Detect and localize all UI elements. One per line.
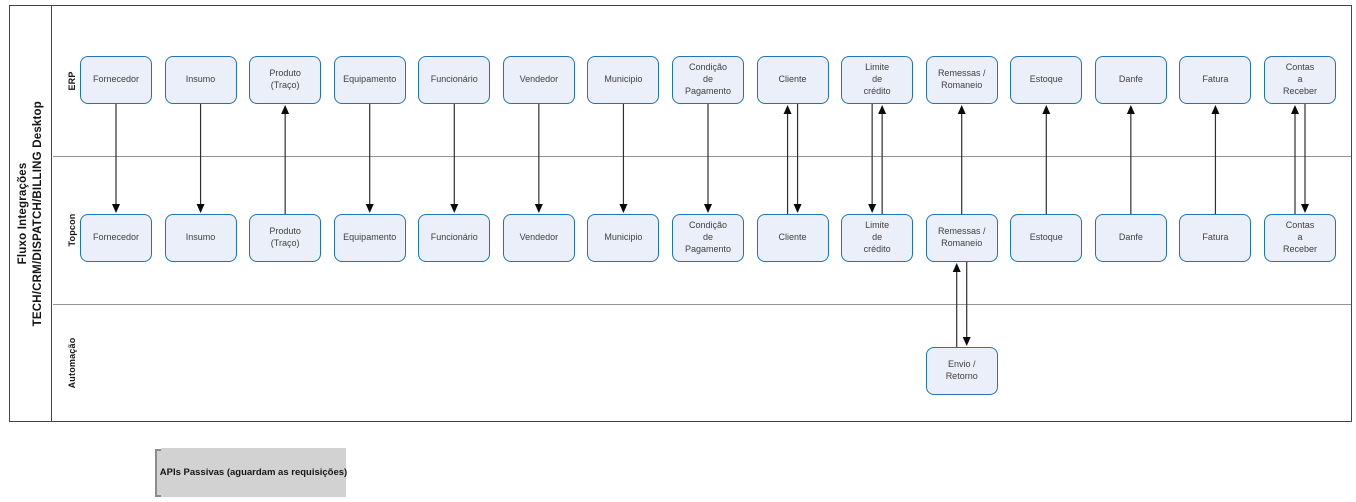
node-erp-estoque: Estoque bbox=[1010, 56, 1083, 104]
diagram-title-strip: Fluxo Integrações TECH/CRM/DISPATCH/BILL… bbox=[10, 6, 52, 421]
node-topcon-contas-a-receber: Contas a Receber bbox=[1263, 214, 1336, 262]
node-erp-vendedor: Vendedor bbox=[502, 56, 575, 104]
node-erp-fatura: Fatura bbox=[1179, 56, 1252, 104]
node-erp-danfe: Danfe bbox=[1094, 56, 1167, 104]
diagram-title-line2: TECH/CRM/DISPATCH/BILLING Desktop bbox=[31, 100, 44, 327]
node-erp-insumo: Insumo bbox=[164, 56, 237, 104]
diagram-title: Fluxo Integrações TECH/CRM/DISPATCH/BILL… bbox=[16, 101, 46, 326]
node-erp-fornecedor: Fornecedor bbox=[80, 56, 152, 104]
node-topcon-funcionario: Funcionário bbox=[418, 214, 491, 262]
node-topcon-remessas-romaneio: Remessas / Romaneio bbox=[925, 214, 998, 262]
legend-label: APIs Passivas (aguardam as requisições) bbox=[160, 448, 347, 497]
node-automacao-envio-retorno: Envio / Retorno bbox=[925, 347, 998, 395]
lane-label-automacao: Automação bbox=[66, 337, 77, 389]
node-erp-limite-de-credito: Limite de crédito bbox=[841, 56, 914, 104]
node-erp-cliente: Cliente bbox=[756, 56, 829, 104]
lane-label-erp: ERP bbox=[66, 71, 77, 91]
node-erp-produto-traco: Produto (Traço) bbox=[249, 56, 322, 104]
node-topcon-danfe: Danfe bbox=[1094, 214, 1167, 262]
node-topcon-fatura: Fatura bbox=[1179, 214, 1252, 262]
node-erp-municipio: Municipio bbox=[587, 56, 660, 104]
lane-topcon: Topcon bbox=[52, 156, 1351, 305]
node-topcon-limite-de-credito: Limite de crédito bbox=[841, 214, 914, 262]
lane-label-topcon: Topcon bbox=[66, 213, 77, 247]
node-erp-contas-a-receber: Contas a Receber bbox=[1263, 56, 1336, 104]
node-topcon-insumo: Insumo bbox=[164, 214, 237, 262]
node-topcon-estoque: Estoque bbox=[1010, 214, 1083, 262]
node-topcon-condicao-de-pagamento: Condição de Pagamento bbox=[671, 214, 744, 262]
node-erp-condicao-de-pagamento: Condição de Pagamento bbox=[671, 56, 744, 104]
node-topcon-cliente: Cliente bbox=[756, 214, 829, 262]
node-topcon-fornecedor: Fornecedor bbox=[80, 214, 152, 262]
node-erp-equipamento: Equipamento bbox=[333, 56, 406, 104]
node-erp-funcionario: Funcionário bbox=[418, 56, 491, 104]
lane-automacao: Automação bbox=[53, 304, 1352, 422]
node-erp-remessas-romaneio: Remessas / Romaneio bbox=[925, 56, 998, 104]
node-topcon-produto-traco: Produto (Traço) bbox=[249, 214, 322, 262]
node-topcon-municipio: Municipio bbox=[587, 214, 660, 262]
node-topcon-equipamento: Equipamento bbox=[333, 214, 406, 262]
diagram-title-line1: Fluxo Integrações bbox=[16, 162, 29, 265]
node-topcon-vendedor: Vendedor bbox=[502, 214, 575, 262]
lane-erp: ERP bbox=[52, 6, 1351, 157]
